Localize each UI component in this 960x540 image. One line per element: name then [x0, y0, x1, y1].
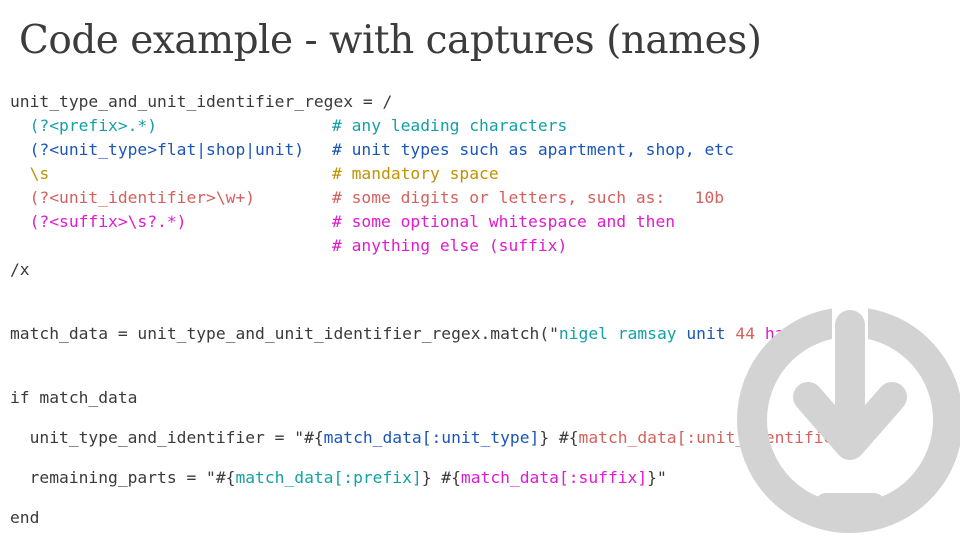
match-prefix-text: nigel ramsay [558, 324, 677, 343]
code-text: unit_type_and_identifier = "#{ [10, 428, 324, 447]
regex-group-unit-identifier: (?<unit_identifier>\w+) [10, 188, 256, 207]
regex-group-space: \s [10, 164, 50, 183]
code-line-unit-type-and-identifier: unit_type_and_identifier = "#{match_data… [10, 426, 873, 450]
code-line-regex-open: unit_type_and_unit_identifier_regex = / [10, 90, 392, 114]
code-text: match_data = unit_type_and_unit_identifi… [10, 324, 559, 343]
interp-unit-identifier: match_data[:unit_identifier] [578, 428, 854, 447]
match-unit-type-text: unit [686, 324, 726, 343]
code-line-regex-close: /x [10, 260, 30, 279]
code-line-remaining-parts: remaining_parts = "#{match_data[:prefix]… [10, 466, 667, 490]
match-identifier-text: 44 [735, 324, 756, 343]
code-line-group-prefix: (?<prefix>.*) [10, 114, 157, 138]
slide-title: Code example - with captures (names) [19, 18, 762, 63]
regex-group-unit-type: (?<unit_type>flat|shop|unit) [10, 140, 305, 159]
interp-prefix: match_data[:prefix] [235, 468, 422, 487]
comment-suffix-1: # some optional whitespace and then [332, 212, 676, 231]
comment-space: # mandatory space [332, 164, 499, 183]
download-circle-icon [737, 305, 960, 533]
code-line-group-unit-identifier: (?<unit_identifier>\w+) [10, 186, 255, 210]
comment-unit-identifier: # some digits or letters, such as: 10b [332, 188, 725, 207]
code-line-group-unit-type: (?<unit_type>flat|shop|unit) [10, 138, 304, 162]
code-line-if: if match_data [10, 388, 138, 407]
code-text: } #{ [421, 468, 461, 487]
code-text: } #{ [539, 428, 579, 447]
interp-unit-type: match_data[:unit_type] [323, 428, 540, 447]
code-text: remaining_parts = "#{ [10, 468, 236, 487]
code-line-end: end [10, 508, 40, 527]
code-text: }" [647, 468, 667, 487]
comment-suffix-2: # anything else (suffix) [332, 236, 568, 255]
regex-group-prefix: (?<prefix>.*) [10, 116, 158, 135]
regex-group-suffix: (?<suffix>\s?.*) [10, 212, 187, 231]
code-line-group-suffix: (?<suffix>\s?.*) [10, 210, 187, 234]
code-line-match: match_data = unit_type_and_unit_identifi… [10, 322, 843, 346]
code-text: unit_type_and_unit_identifier_regex = / [10, 92, 393, 111]
interp-suffix: match_data[:suffix] [460, 468, 648, 487]
code-line-group-space: \s [10, 162, 50, 186]
comment-prefix: # any leading characters [332, 116, 568, 135]
comment-unit-type: # unit types such as apartment, shop, et… [332, 140, 734, 159]
